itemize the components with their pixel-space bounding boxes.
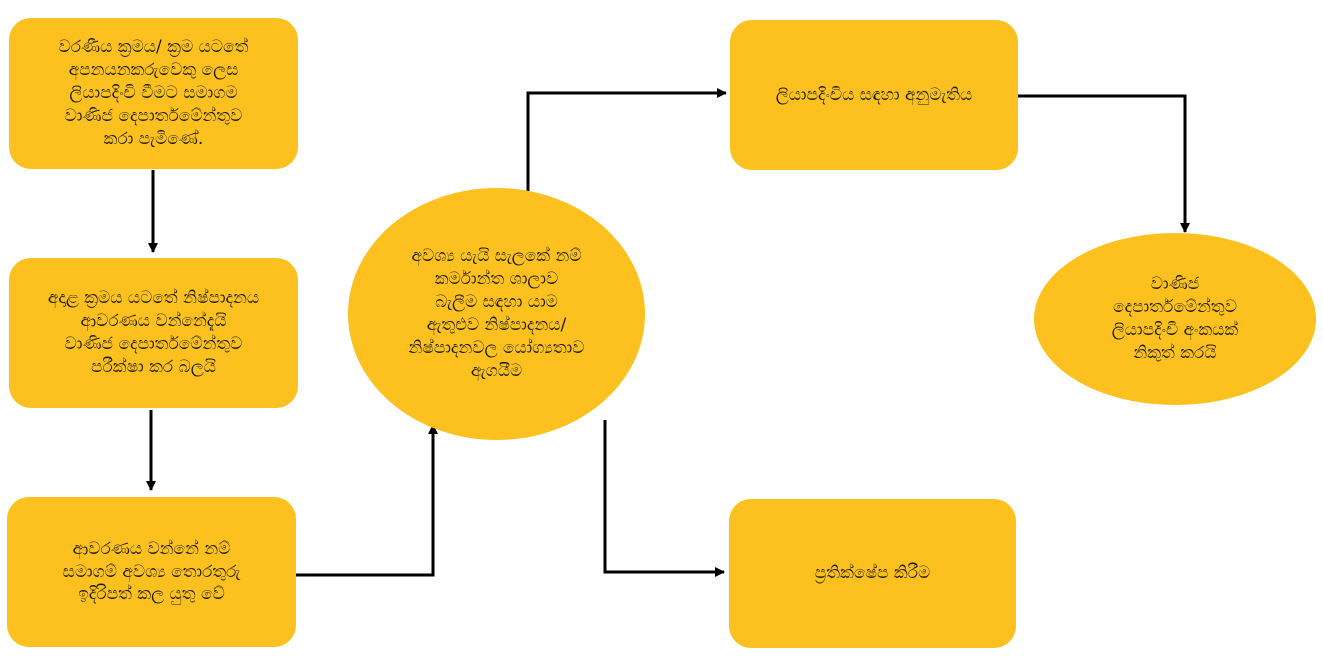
step3-box: ආවරණය වන්නේ නම් සමාගම් අවශ්‍ය තොරතුරු ඉද…: [7, 497, 296, 647]
arrow-decision-to-approval: [526, 88, 727, 195]
arrow-decision-to-reject: [603, 420, 725, 577]
arrow-step3-to-decision: [296, 424, 438, 577]
arrow-approval-to-certificate: [1018, 94, 1190, 233]
reject-box: ප්‍රතික්ෂේප කිරීම: [729, 499, 1016, 648]
step1-box: වරණීය ක්‍රමය/ ක්‍රම යටතේ අපනයනකරුවෙකු ලෙ…: [9, 18, 298, 169]
approval-box: ලියාපදිංචිය සඳහා අනුමැතිය: [730, 20, 1018, 170]
decision-oval: අවශ්‍ය යැයි සැලකේ නම් කර්මාන්ත ශාලාව බැල…: [348, 188, 645, 440]
certificate-oval: වාණිජ දෙපාර්තමේන්තුව ලියාපදිංචි අංකයක් න…: [1034, 233, 1316, 405]
step2-box: අදාළ ක්‍රමය යටතේ නිෂ්පාදනය ආවරණය වන්නේදැ…: [9, 258, 298, 408]
